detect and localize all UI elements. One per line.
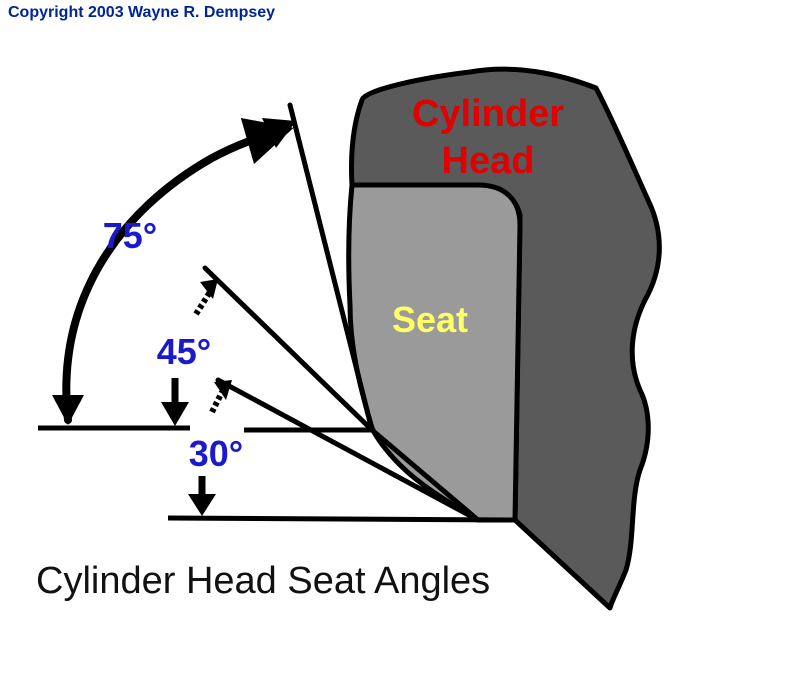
arrow-45-lower-shaft	[209, 390, 225, 414]
reference-line-lower	[167, 515, 516, 523]
arrow-45-down-head-icon	[161, 402, 189, 426]
angle-label-75: 75°	[103, 215, 157, 256]
cylinder-head-label-line2: Head	[442, 140, 535, 182]
angle-line-45-lower	[215, 377, 481, 523]
valve-seat-shape	[346, 182, 523, 523]
angle-line-30	[369, 427, 481, 523]
cylinder-head-label-line1: Cylinder	[412, 93, 564, 135]
arrow-45-lower-head-icon	[214, 380, 232, 400]
angle-label-30: 30°	[189, 433, 243, 474]
seat-label: Seat	[392, 299, 468, 340]
arrow-45-upper-head-icon	[200, 279, 218, 299]
arrow-45-upper-shaft	[193, 290, 213, 316]
angle-label-45: 45°	[157, 331, 211, 372]
arrow-30-head-icon	[188, 494, 216, 516]
copyright-text: Copyright 2003 Wayne R. Dempsey	[8, 4, 276, 21]
angle-line-45-upper	[202, 265, 375, 433]
arc-arrow-75	[62, 117, 294, 424]
arc-arrow-75-start-icon	[52, 395, 84, 425]
arc-arrow-75-end-icon	[262, 118, 296, 148]
diagram-caption: Cylinder Head Seat Angles	[36, 560, 491, 602]
angle-line-75	[287, 102, 375, 433]
